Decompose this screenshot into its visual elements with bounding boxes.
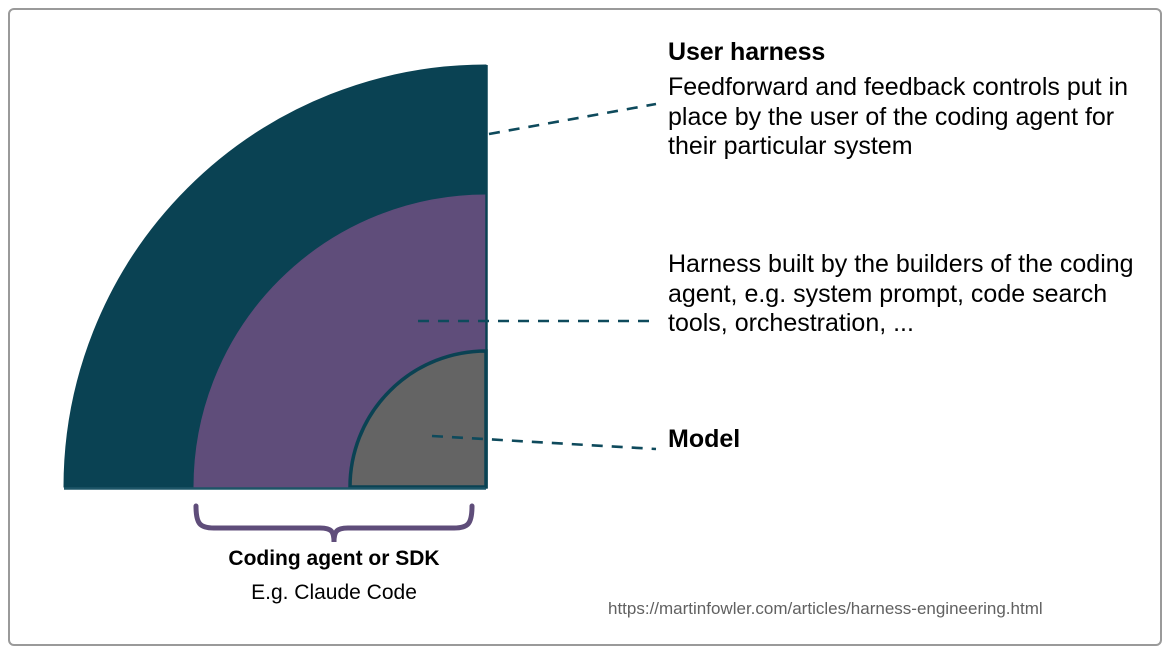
model-label: Model	[668, 425, 741, 453]
leader-line-model	[431, 434, 657, 451]
source-url[interactable]: https://martinfowler.com/articles/harnes…	[608, 599, 1043, 618]
coding-agent-brace-subtitle: E.g. Claude Code	[251, 581, 417, 604]
inner-disc-model	[348, 349, 488, 489]
agent-harness-description: Harness built by the builders of the cod…	[668, 250, 1134, 337]
user-harness-title: User harness	[668, 38, 826, 66]
coding-agent-brace-title: Coding agent or SDK	[228, 547, 440, 570]
coding-agent-brace	[193, 503, 475, 543]
user-harness-description: Feedforward and feedback controls put in…	[668, 73, 1128, 160]
leader-line-user-harness	[488, 102, 657, 136]
